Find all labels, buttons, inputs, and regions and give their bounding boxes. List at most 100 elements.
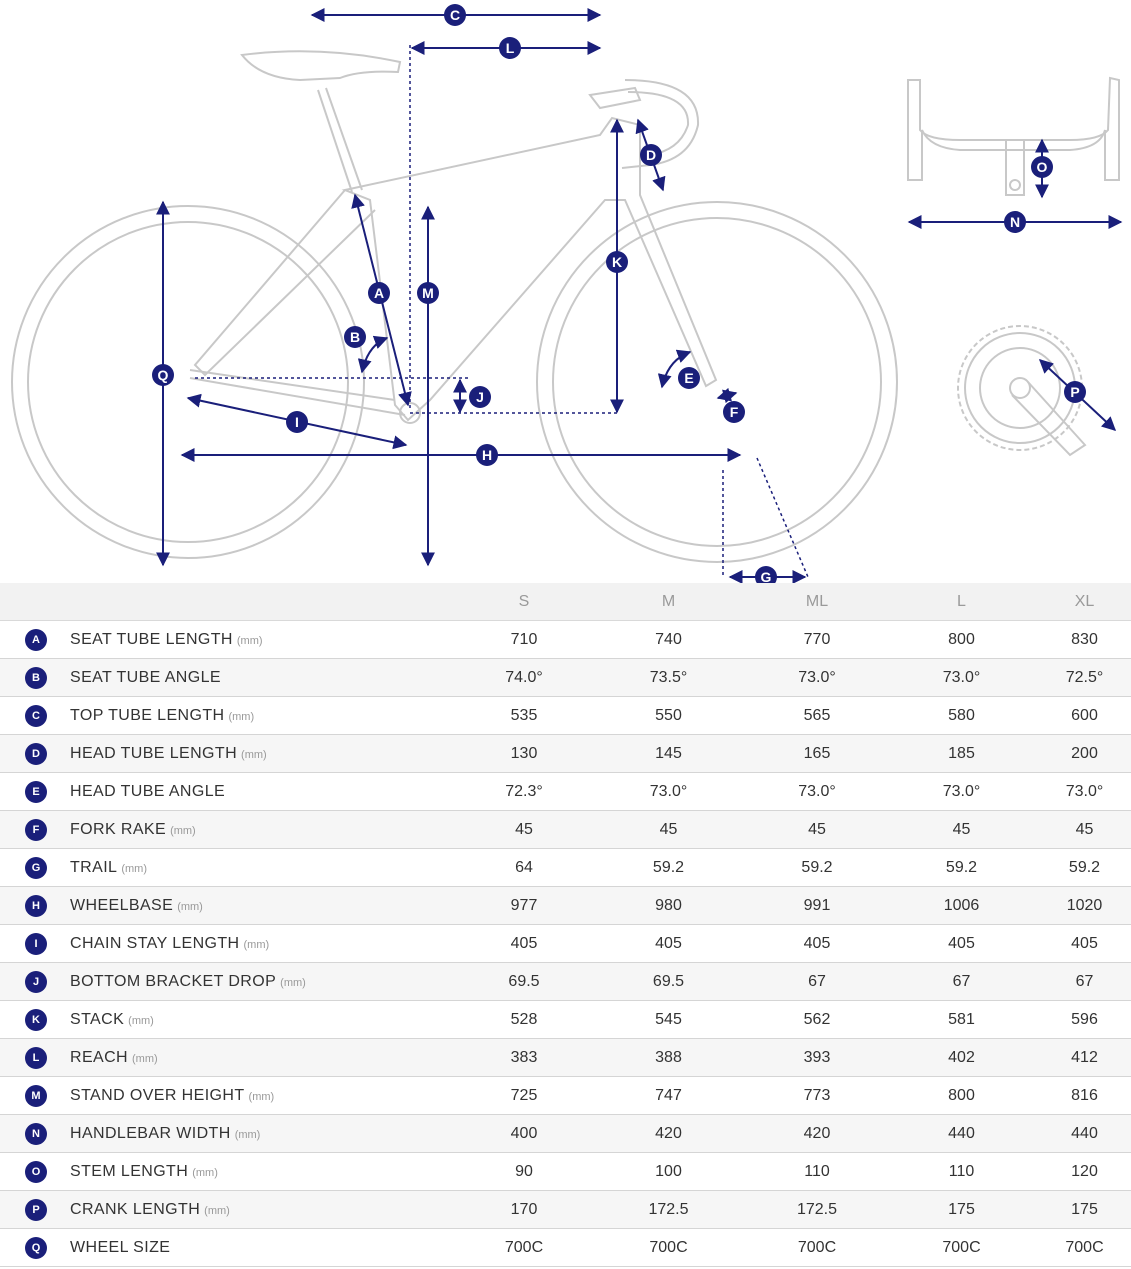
table-cell-value: 700C [1038,1228,1131,1267]
table-cell-value: 200 [1038,734,1131,773]
table-cell-value: 402 [885,1038,1038,1077]
header-size: ML [749,583,885,621]
row-measurement-name: BOTTOM BRACKET DROP(mm) [70,962,460,1001]
badge-b: B [344,326,366,348]
row-letter-cell: D [0,734,70,773]
row-letter-cell: G [0,848,70,887]
svg-text:M: M [422,285,434,301]
table-cell-value: 700C [460,1228,588,1267]
svg-text:C: C [450,7,460,23]
row-letter-cell: L [0,1038,70,1077]
table-cell-value: 73.0° [885,772,1038,811]
svg-text:B: B [350,329,360,345]
table-cell-value: 130 [460,734,588,773]
svg-text:P: P [1070,384,1079,400]
table-cell-value: 740 [588,620,749,659]
table-cell-value: 440 [885,1114,1038,1153]
row-letter-cell: Q [0,1228,70,1267]
badge-j: J [469,386,491,408]
row-measurement-name: FORK RAKE(mm) [70,810,460,849]
row-measurement-name: SEAT TUBE ANGLE [70,658,460,697]
table-cell-value: 580 [885,696,1038,735]
measurement-unit: (mm) [204,1204,230,1217]
table-cell-value: 1020 [1038,886,1131,925]
table-cell-value: 72.5° [1038,658,1131,697]
table-cell-value: 74.0° [460,658,588,697]
table-cell-value: 600 [1038,696,1131,735]
table-cell-value: 405 [749,924,885,963]
badge-f: F [723,401,745,423]
table-cell-value: 90 [460,1152,588,1191]
badge-e: E [678,367,700,389]
table-cell-value: 710 [460,620,588,659]
table-cell-value: 725 [460,1076,588,1115]
table-cell-value: 172.5 [588,1190,749,1229]
table-cell-value: 73.0° [1038,772,1131,811]
table-cell-value: 747 [588,1076,749,1115]
row-letter-badge: P [25,1198,47,1221]
badge-o: O [1031,156,1053,178]
measurement-unit: (mm) [132,1052,158,1065]
header-blank [70,583,460,621]
badge-q: Q [152,364,174,386]
table-cell-value: 59.2 [1038,848,1131,887]
table-header-row: S M ML L XL [0,583,1131,621]
table-cell-value: 800 [885,620,1038,659]
badge-i: I [286,411,308,433]
measurement-label: STEM LENGTH [70,1162,189,1180]
table-cell-value: 440 [1038,1114,1131,1153]
table-cell-value: 67 [885,962,1038,1001]
row-measurement-name: HEAD TUBE LENGTH(mm) [70,734,460,773]
measurement-label: HEAD TUBE LENGTH [70,744,238,762]
row-measurement-name: SEAT TUBE LENGTH(mm) [70,620,460,659]
row-letter-badge: J [25,970,47,993]
row-measurement-name: HEAD TUBE ANGLE [70,772,460,811]
table-cell-value: 100 [588,1152,749,1191]
table-cell-value: 700C [588,1228,749,1267]
table-cell-value: 816 [1038,1076,1131,1115]
table-cell-value: 170 [460,1190,588,1229]
badge-g: G [755,566,777,583]
svg-text:I: I [295,414,299,430]
row-letter-badge: M [25,1084,47,1107]
row-letter-badge: C [25,704,47,727]
row-letter-badge: G [25,856,47,879]
row-letter-cell: P [0,1190,70,1229]
row-letter-badge: I [25,932,47,955]
row-measurement-name: WHEEL SIZE [70,1228,460,1267]
row-letter-cell: N [0,1114,70,1153]
table-cell-value: 73.0° [749,658,885,697]
svg-text:G: G [761,569,772,583]
measurement-label: WHEELBASE [70,896,174,914]
svg-text:N: N [1010,214,1020,230]
svg-text:Q: Q [158,367,169,383]
row-letter-badge: K [25,1008,47,1031]
table-cell-value: 420 [749,1114,885,1153]
table-cell-value: 59.2 [588,848,749,887]
row-letter-badge: A [25,628,47,651]
svg-text:H: H [482,447,492,463]
svg-text:D: D [646,147,656,163]
measurement-label: SEAT TUBE LENGTH [70,630,233,648]
table-cell-value: 393 [749,1038,885,1077]
header-blank [0,583,70,621]
table-cell-value: 528 [460,1000,588,1039]
table-cell-value: 145 [588,734,749,773]
bike-illustration [11,50,898,563]
header-size: L [885,583,1038,621]
table-cell-value: 64 [460,848,588,887]
measurement-unit: (mm) [128,1014,154,1027]
badge-l: L [499,37,521,59]
row-letter-badge: Q [25,1236,47,1259]
table-cell-value: 69.5 [588,962,749,1001]
row-letter-cell: A [0,620,70,659]
badge-c: C [444,4,466,26]
table-cell-value: 400 [460,1114,588,1153]
